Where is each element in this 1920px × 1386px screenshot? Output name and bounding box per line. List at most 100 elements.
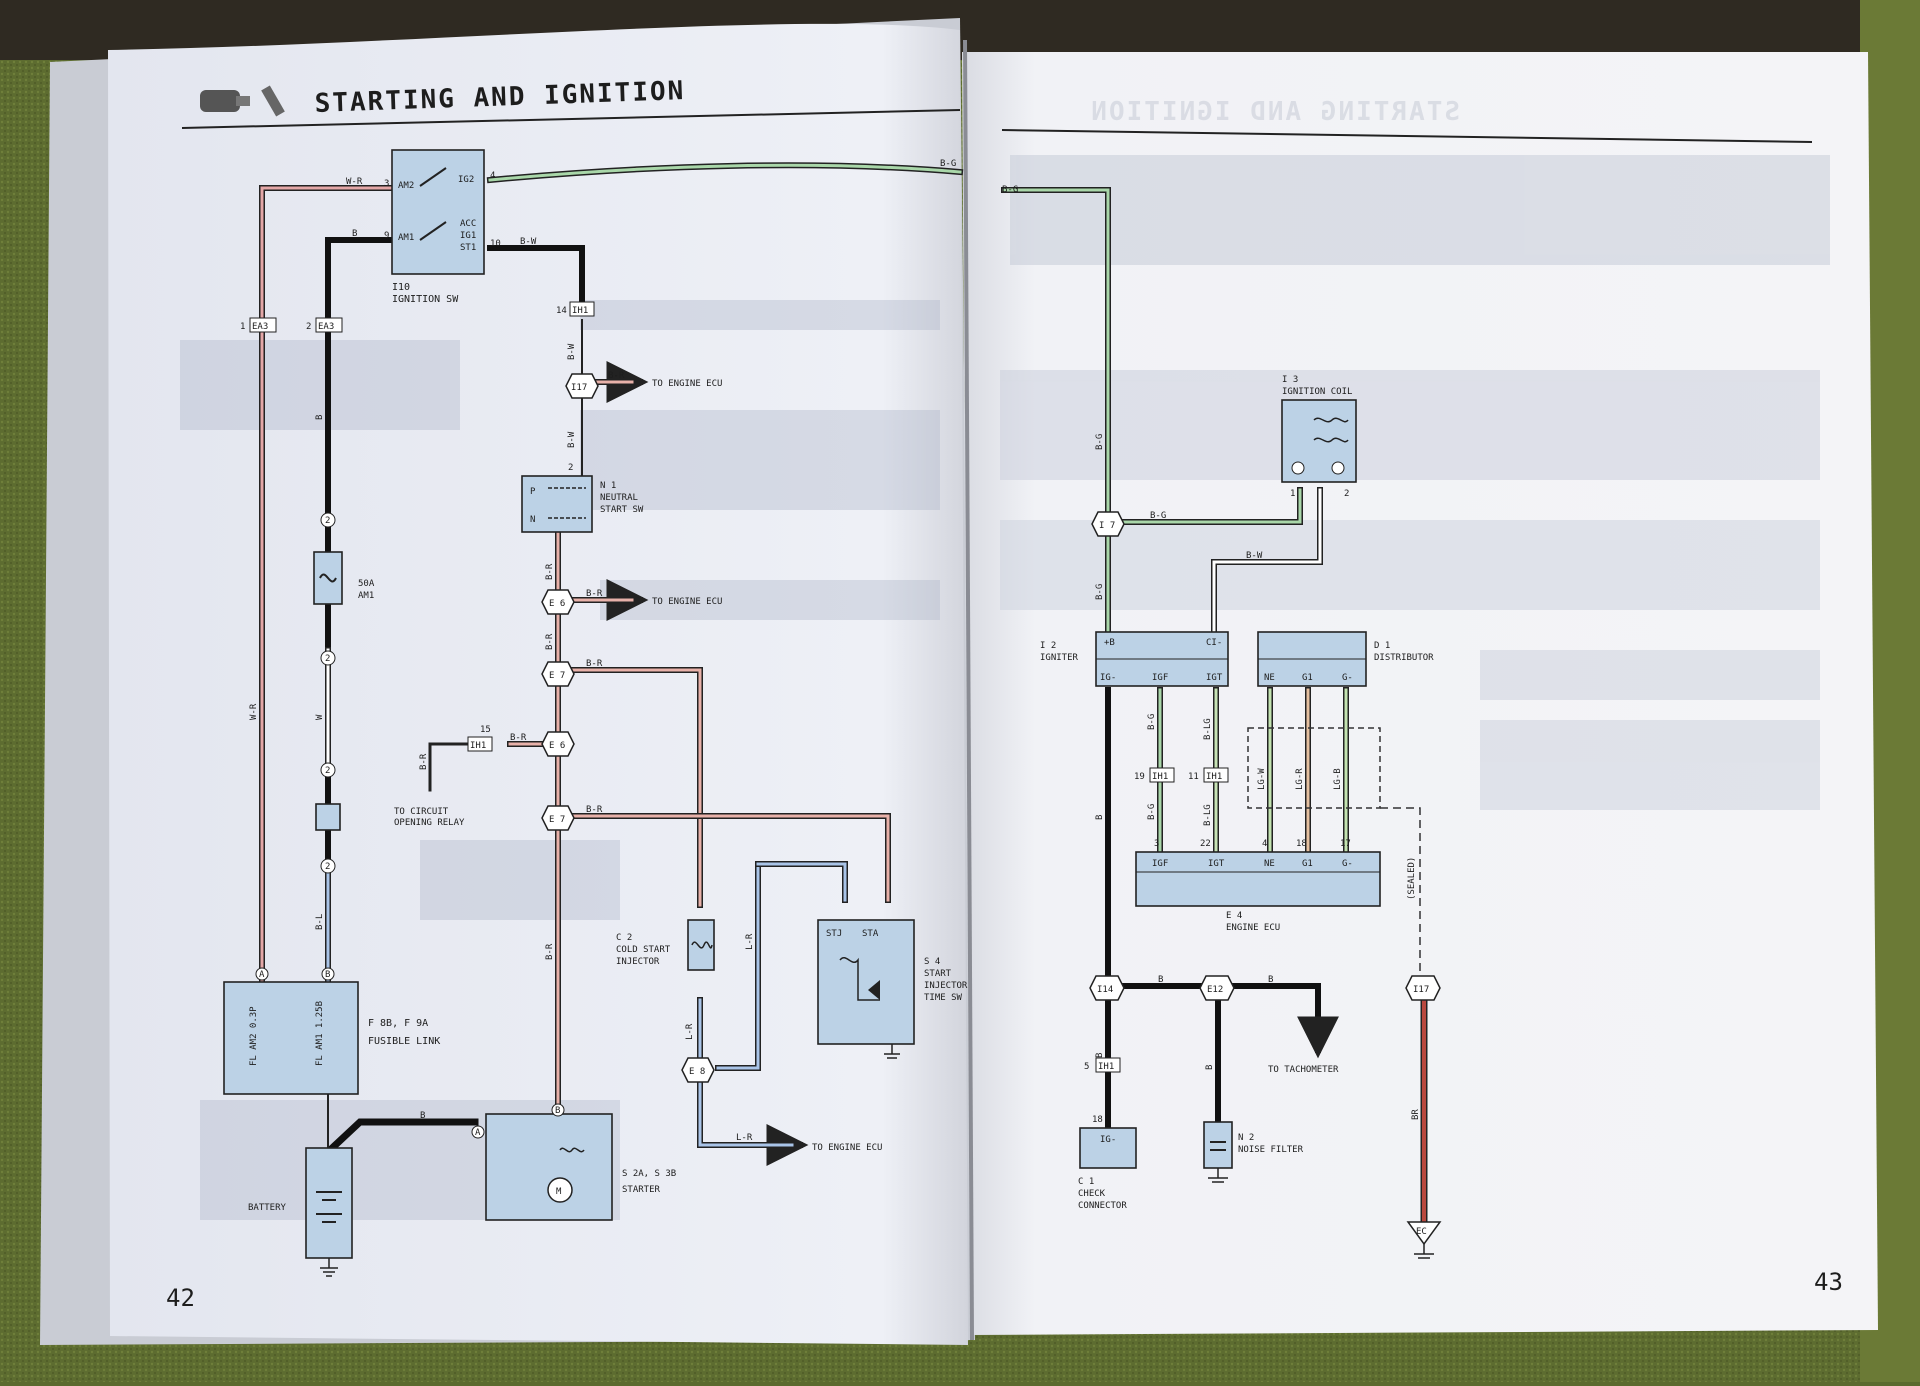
sits-name-3: TIME SW [924, 993, 963, 1003]
e6-lower: E 6 [549, 741, 565, 751]
to-relay-1: TO CIRCUIT [394, 807, 449, 817]
to-engine-ecu-3: TO ENGINE ECU [812, 1143, 882, 1153]
igniter-igf: IGF [1152, 673, 1168, 683]
battery: BATTERY [248, 1147, 353, 1277]
starter-name: STARTER [622, 1185, 661, 1195]
term-am1: AM1 [398, 233, 414, 243]
fl-pin-b: B [325, 970, 330, 980]
dist-name: DISTRIBUTOR [1374, 653, 1434, 663]
i7-label: I 7 [1099, 521, 1115, 531]
ecu-name: ENGINE ECU [1226, 923, 1280, 933]
ec-ground-label: EC [1416, 1227, 1427, 1237]
distributor: NE G1 G- D 1 DISTRIBUTOR [1257, 631, 1434, 687]
check-id: C 1 [1078, 1177, 1094, 1187]
wire-label-e7-upper: B-R [586, 659, 603, 669]
sta: STA [862, 929, 879, 939]
sits-name-2: INJECTOR [924, 981, 968, 991]
term-ig2: IG2 [458, 175, 474, 185]
lower-junctions: B I14 E12 B B TO TACHOMETER I17 BR EC B … [1089, 815, 1442, 1259]
ecu-igf: IGF [1152, 859, 1168, 869]
ignition-switch: AM2 IG2 AM1 ACC IG1 ST1 3 4 9 10 I10 IGN… [384, 149, 501, 305]
ignition-switch-name: IGNITION SW [392, 294, 459, 305]
ih1-label-mid: IH1 [470, 741, 486, 751]
csi-name-1: COLD START [616, 945, 671, 955]
i17-label: I17 [571, 383, 587, 393]
sits-id: S 4 [924, 957, 940, 967]
wire-label-relay: B-R [419, 753, 429, 770]
ih1-label-top: IH1 [572, 306, 588, 316]
sealed-label: (SEALED) [1407, 857, 1417, 900]
starter: A B M S 2A, S 3B STARTER B [420, 1103, 676, 1221]
ih1-pin-11: 11 [1188, 772, 1199, 782]
ih1-lower-label: IH1 [1098, 1062, 1114, 1072]
wire-label-b-r-i17: B-R [608, 371, 625, 381]
wire-label-w-r-top: W-R [346, 177, 363, 187]
dist-g: G- [1342, 673, 1353, 683]
e12-label: E12 [1207, 985, 1223, 995]
dist-id: D 1 [1374, 641, 1390, 651]
show-through-right: STARTING AND IGNITION [1000, 97, 1830, 810]
wire-label-e6: B-R [586, 589, 603, 599]
e8-label: E 8 [689, 1067, 705, 1077]
ea3-label-2: EA3 [318, 322, 334, 332]
nss-id: N 1 [600, 481, 616, 491]
igniter-ci: CI- [1206, 638, 1222, 648]
ih1-pin-14: 14 [556, 306, 567, 316]
spark-plug-icon [261, 85, 285, 117]
term-acc: ACC [460, 219, 476, 229]
wire-label-b-g-vert-2: B-G [1095, 584, 1105, 600]
e6-upper: E 6 [549, 599, 565, 609]
wire-label-e6-lower: B-R [510, 733, 527, 743]
fl-ref: F 8B, F 9A [368, 1018, 428, 1029]
check-pin: 18 [1092, 1115, 1103, 1125]
page-number-right: 43 [1814, 1268, 1843, 1296]
igniter-id: I 2 [1040, 641, 1056, 651]
nss-n: N [530, 515, 535, 525]
wire-label-b-vert: B [315, 415, 325, 420]
ecu-igt: IGT [1208, 859, 1225, 869]
to-engine-ecu-2: TO ENGINE ECU [652, 597, 722, 607]
wire-label-b-tach: B [1268, 975, 1273, 985]
trunk-junctions: E 6 B-R TO ENGINE ECU E 7 B-R E 6 B-R E … [510, 563, 722, 960]
wire-label-b-g-coil: B-G [1150, 511, 1166, 521]
igniter-plus-b: +B [1104, 638, 1115, 648]
igniter-ig: IG- [1100, 673, 1116, 683]
coil-name: IGNITION COIL [1282, 387, 1352, 397]
coil-pin-2: 2 [1344, 489, 1349, 499]
wire-label-b-ih1: B [1095, 1053, 1105, 1058]
pin-am1: 9 [384, 231, 389, 241]
to-engine-ecu-1: TO ENGINE ECU [652, 379, 722, 389]
wire-label-lg-w: LG-W [1257, 768, 1267, 790]
pin-am2: 3 [384, 179, 389, 189]
wire-label-trunk-1: B-R [545, 563, 555, 580]
chain-pin-2a: 2 [325, 516, 330, 526]
ih1-pin-19: 19 [1134, 772, 1145, 782]
chain-pin-2c: 2 [325, 766, 330, 776]
ecu-pin-3: 3 [1154, 839, 1159, 849]
ea3-connectors: EA3 1 EA3 2 [240, 317, 343, 333]
term-ig1: IG1 [460, 231, 476, 241]
coil-pin-1: 1 [1290, 489, 1295, 499]
ea3-pin-2: 2 [306, 322, 311, 332]
wire-label-l-r-stj: L-R [745, 933, 755, 950]
wire-label-b-g-vert: B-G [1095, 434, 1105, 450]
sits-name-1: START [924, 969, 952, 979]
wire-label-trunk-2: B-R [545, 633, 555, 650]
chain-pin-2b: 2 [325, 654, 330, 664]
title-rule [181, 109, 961, 129]
to-relay-2: OPENING RELAY [394, 818, 465, 828]
ea3-label-1: EA3 [252, 322, 268, 332]
junction-i17-left: I17 B-R TO ENGINE ECU B-W B-W [565, 343, 722, 448]
wire-label-b-l: B-L [315, 914, 325, 930]
coil-id: I 3 [1282, 375, 1298, 385]
wire-label-b-g-right: B-G [1002, 185, 1018, 195]
ecu-pin-18: 18 [1296, 839, 1307, 849]
wire-label-igf-lower: B-G [1147, 804, 1157, 820]
wire-label-b-e12: B [1158, 975, 1163, 985]
fuse-rating: 50A [358, 579, 375, 589]
starter-pin-b: B [555, 1106, 560, 1116]
nss-name-1: NEUTRAL [600, 493, 638, 503]
wire-label-w-r-vert: W-R [249, 703, 259, 720]
